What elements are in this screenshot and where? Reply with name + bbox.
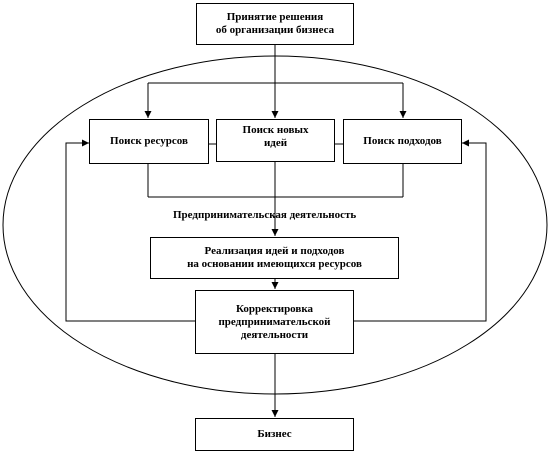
activity-label: Предпринимательская деятельность <box>173 209 357 221</box>
business-box: Бизнес <box>195 418 354 451</box>
feedback-to-search-approaches <box>354 139 487 322</box>
realization-box: Реализация идей и подходов на основании … <box>150 237 399 279</box>
correction-box: Корректировка предпринимательской деятел… <box>195 290 354 354</box>
feedback-to-search-resources <box>65 139 195 322</box>
decision-box: Принятие решения об организации бизнеса <box>196 3 354 45</box>
search-ideas-box: Поиск новых идей <box>216 119 335 162</box>
search-resources-box: Поиск ресурсов <box>89 119 209 164</box>
search-approaches-box: Поиск подходов <box>343 119 462 164</box>
